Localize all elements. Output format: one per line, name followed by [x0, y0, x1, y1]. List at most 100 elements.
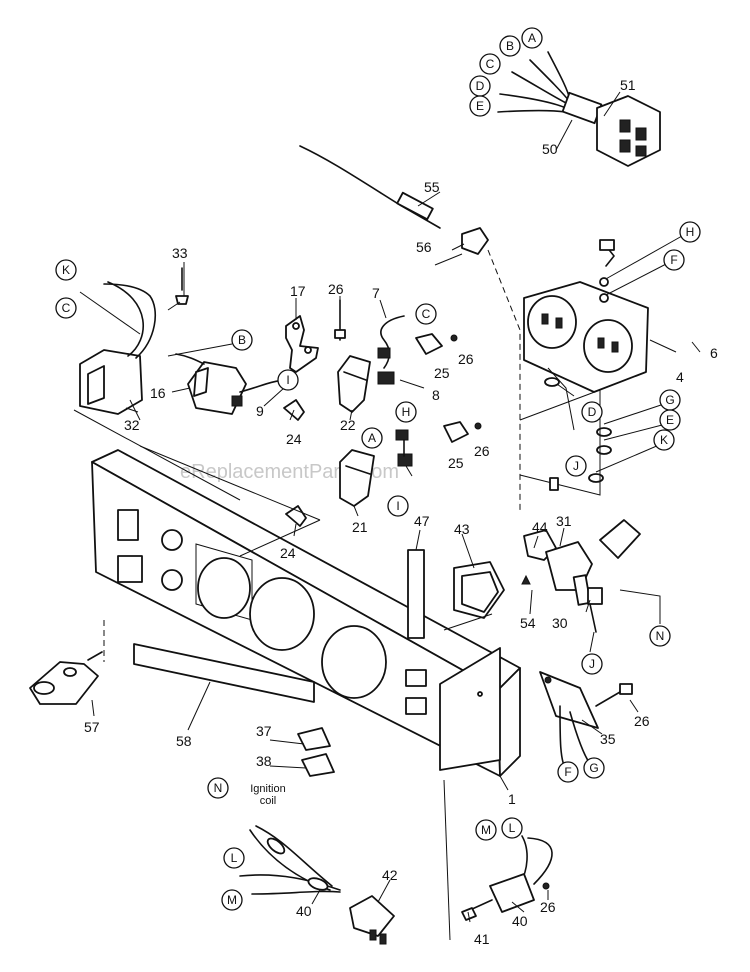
svg-text:A: A	[368, 431, 376, 445]
part-25-a: 25	[434, 365, 450, 381]
wire-harness-50	[497, 51, 603, 125]
svg-text:K: K	[660, 433, 668, 447]
svg-text:M: M	[227, 893, 237, 907]
svg-text:C: C	[422, 307, 431, 321]
part-24-a: 24	[286, 431, 302, 447]
throttle-cable-55	[299, 145, 521, 510]
svg-text:H: H	[402, 405, 411, 419]
svg-text:E: E	[476, 99, 484, 113]
svg-text:M: M	[481, 823, 491, 837]
screw-26-bracket	[595, 683, 633, 707]
part-44: 44	[532, 519, 548, 535]
svg-text:N: N	[214, 781, 223, 795]
callout-C3: C	[415, 303, 437, 325]
part-7: 7	[372, 285, 380, 301]
part-58: 58	[176, 733, 192, 749]
lever-31	[521, 519, 641, 633]
part-8: 8	[432, 387, 440, 403]
part-33: 33	[172, 245, 188, 261]
part-32: 32	[124, 417, 140, 433]
switch-16	[167, 343, 285, 415]
part-47: 47	[414, 513, 430, 529]
part-57: 57	[84, 719, 100, 735]
label-58	[133, 643, 315, 703]
callout-N6: N	[207, 777, 229, 799]
part-56: 56	[416, 239, 432, 255]
callout-H4: H	[679, 221, 701, 243]
callout-E4: E	[659, 409, 681, 431]
part-numbers: 51 50 55 56 33 17 26 7 26 25 8 16 9 22 3…	[84, 77, 718, 947]
connector-51	[596, 95, 661, 167]
svg-text:G: G	[589, 761, 598, 775]
part-40-a: 40	[296, 903, 312, 919]
part-4: 4	[676, 369, 684, 385]
callout-G4: G	[659, 389, 681, 411]
callout-D4: D	[581, 401, 603, 423]
part-31: 31	[556, 513, 572, 529]
part-38: 38	[256, 753, 272, 769]
part-24-b: 24	[280, 545, 296, 561]
part-6: 6	[710, 345, 718, 361]
plug-57	[29, 620, 105, 705]
bar-47	[407, 549, 425, 639]
part-40-b: 40	[512, 913, 528, 929]
part-21: 21	[352, 519, 368, 535]
switch-covers-37-38	[297, 727, 335, 777]
part-26-d: 26	[634, 713, 650, 729]
svg-text:C: C	[486, 57, 495, 71]
svg-text:J: J	[589, 657, 595, 671]
callout-K4: K	[653, 429, 675, 451]
part-37: 37	[256, 723, 272, 739]
part-35: 35	[600, 731, 616, 747]
callout-L7: L	[501, 817, 523, 839]
part-43: 43	[454, 521, 470, 537]
part-26-e: 26	[540, 899, 556, 915]
callout-B1: B	[499, 35, 521, 57]
ignition-note-line1: Ignition	[250, 783, 285, 795]
svg-text:H: H	[686, 225, 695, 239]
terminal-wires-right	[519, 367, 667, 496]
part-16: 16	[150, 385, 166, 401]
harness-40-left	[239, 825, 395, 945]
svg-text:E: E	[666, 413, 674, 427]
part-25-b: 25	[448, 455, 464, 471]
part-9: 9	[256, 403, 264, 419]
callout-M6: M	[221, 889, 243, 911]
receptacle-4	[523, 235, 683, 393]
part-42: 42	[382, 867, 398, 883]
callout-K2: K	[55, 259, 77, 281]
svg-text:K: K	[62, 263, 70, 277]
part-26-c: 26	[474, 443, 490, 459]
part-26-a: 26	[328, 281, 344, 297]
knob-43	[453, 561, 505, 619]
callout-I3: I	[387, 495, 409, 517]
part-22: 22	[340, 417, 356, 433]
wire-7	[377, 315, 458, 385]
svg-text:B: B	[506, 39, 514, 53]
callout-I2: I	[277, 369, 299, 391]
bracket-35	[539, 671, 599, 771]
callout-L6: L	[223, 847, 245, 869]
ignition-module-32	[79, 281, 157, 421]
callout-J5: J	[581, 653, 603, 675]
part-55: 55	[424, 179, 440, 195]
callout-E1: E	[469, 95, 491, 117]
part-41: 41	[474, 931, 490, 947]
svg-text:N: N	[656, 629, 665, 643]
part-30: 30	[552, 615, 568, 631]
callout-F5: F	[557, 761, 579, 783]
part-54: 54	[520, 615, 536, 631]
svg-text:C: C	[62, 301, 71, 315]
svg-text:A: A	[528, 31, 536, 45]
part-50: 50	[542, 141, 558, 157]
callout-B2: B	[231, 329, 253, 351]
svg-text:L: L	[231, 851, 238, 865]
svg-text:L: L	[509, 821, 516, 835]
switch-21	[339, 421, 482, 507]
callout-N5: N	[649, 625, 671, 647]
callout-C1: C	[479, 53, 501, 75]
ignition-coil-note: Ignition coil	[250, 783, 285, 807]
part-26-b: 26	[458, 351, 474, 367]
connector-callouts: A B C D E K C B I C H A I H F D J G E K …	[55, 27, 701, 911]
